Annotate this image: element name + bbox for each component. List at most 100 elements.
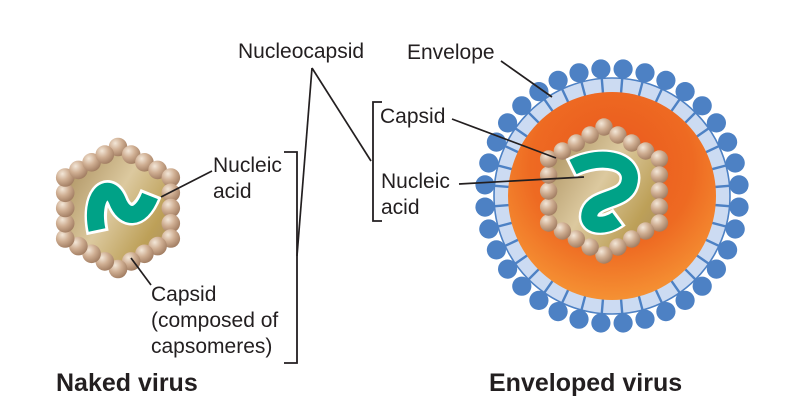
spike-stem (580, 82, 587, 97)
spike-knob (613, 313, 633, 333)
envelope-spikes (475, 59, 749, 333)
spike-stem (543, 99, 554, 113)
spike-stem (683, 112, 696, 125)
brackets (284, 101, 382, 364)
spike-knob (692, 96, 712, 116)
nucleic-acid-squiggle (569, 151, 638, 233)
spike-stem (498, 164, 513, 171)
spike-knob (498, 259, 518, 279)
capsomere (95, 145, 115, 164)
spike-stem (528, 267, 541, 280)
spike-stem (670, 99, 681, 113)
spike-stem (515, 127, 529, 138)
capsomere (623, 230, 641, 248)
spike-stem (695, 127, 709, 138)
capsomere (539, 198, 558, 216)
capsomere (650, 166, 669, 184)
spike-knob (692, 276, 712, 296)
spike-knob (529, 290, 549, 310)
bracket-naked-group (284, 151, 298, 364)
capsomere (539, 182, 558, 200)
spike-stem (695, 254, 709, 265)
spike-knob (498, 113, 518, 133)
spike-stem (528, 112, 541, 125)
leader-nucleocapsid-right (311, 67, 372, 162)
capsomere (595, 118, 613, 136)
spike-stem (543, 279, 554, 293)
capsomere (636, 222, 655, 240)
spike-knob (706, 113, 727, 133)
spike-stem (714, 184, 730, 189)
spike-stem (619, 298, 624, 314)
spike-knob (635, 309, 655, 329)
spike-stem (619, 78, 624, 94)
nucleic-acid-squiggle (87, 182, 158, 232)
spike-knob (591, 59, 611, 79)
spike-stem (704, 145, 720, 154)
spike-knob (718, 240, 738, 260)
spike-knob (569, 309, 589, 329)
capsomere (161, 198, 181, 218)
capsomere (650, 150, 669, 168)
spike-stem (637, 295, 644, 310)
spike-knob (548, 302, 568, 322)
spike-stem (494, 203, 510, 208)
spike-knob (512, 96, 532, 116)
spike-knob (569, 63, 589, 83)
spike-stem (637, 82, 644, 97)
capsomere (650, 198, 669, 216)
spike-knob (725, 219, 745, 239)
spike-knob (718, 132, 738, 152)
spike-stem (498, 221, 513, 228)
capsomere (636, 142, 655, 160)
capsomere (553, 222, 572, 240)
capsomere (567, 230, 585, 248)
spike-knob (675, 82, 695, 102)
capsomere (55, 183, 75, 203)
spike-stem (654, 288, 663, 304)
capsomere (581, 238, 599, 256)
spike-stem (654, 88, 663, 104)
spike-stem (711, 221, 726, 228)
capsomere (623, 134, 641, 152)
capsomere (650, 214, 669, 232)
spike-stem (714, 203, 730, 208)
label-naked-nucleic-acid: Nucleic acid (213, 154, 282, 203)
spike-stem (683, 267, 696, 280)
title-naked-virus: Naked virus (56, 369, 198, 397)
label-envelope: Envelope (407, 41, 495, 64)
label-naked-capsid: Capsid (composed of capsomeres) (151, 283, 279, 358)
spike-knob (475, 175, 495, 195)
spike-stem (561, 88, 570, 104)
capsomere (55, 229, 75, 248)
capsomere (539, 214, 558, 232)
spike-knob (613, 59, 633, 79)
spike-stem (670, 279, 681, 293)
spike-knob (656, 70, 676, 90)
capsomere (567, 134, 585, 152)
title-enveloped-virus: Enveloped virus (489, 369, 683, 397)
spike-knob (635, 63, 655, 83)
spike-knob (725, 153, 745, 173)
leader-naked-capsid (130, 257, 152, 286)
spike-stem (600, 298, 605, 314)
capsomere (650, 182, 669, 200)
capsomere (595, 246, 613, 264)
capsomere (581, 126, 599, 144)
spike-knob (475, 197, 495, 217)
spike-knob (512, 276, 532, 296)
spike-knob (729, 175, 749, 195)
leader-env-nucleic-acid (458, 176, 585, 185)
leader-env-capsid (451, 118, 557, 159)
capsomere (553, 142, 572, 160)
capsomere-ring (55, 137, 181, 279)
enveloped-virus (475, 59, 749, 333)
capsomere (55, 214, 75, 233)
capsomere-ring (539, 118, 669, 264)
label-env-capsid: Capsid (380, 105, 446, 128)
spike-knob (479, 153, 499, 173)
spike-knob (529, 82, 549, 102)
capsomere (539, 166, 558, 184)
